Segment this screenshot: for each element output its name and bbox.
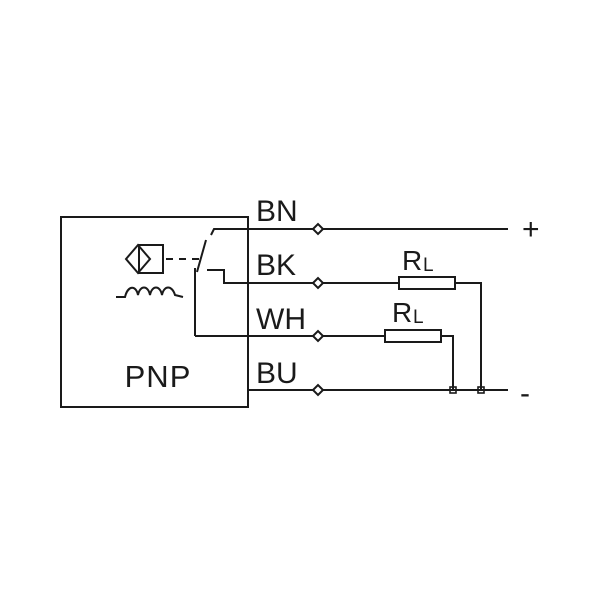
load-resistor-1 bbox=[398, 276, 456, 290]
wire-label-bu: BU bbox=[256, 357, 298, 390]
terminal-bu bbox=[311, 383, 325, 397]
switch-contacts bbox=[194, 228, 248, 337]
load-1-label-subscript: L bbox=[423, 255, 434, 276]
junction-node-2 bbox=[477, 386, 485, 394]
load-2-return-wire bbox=[441, 335, 454, 390]
supply-positive-label: + bbox=[522, 213, 540, 246]
terminal-bn bbox=[311, 222, 325, 236]
sensor-type-label: PNP bbox=[125, 359, 192, 394]
sensing-face-icon bbox=[124, 243, 164, 275]
terminal-wh bbox=[311, 329, 325, 343]
inductive-coil-icon bbox=[116, 286, 184, 298]
load-2-label-subscript: L bbox=[413, 307, 424, 328]
load-2-label-symbol: R bbox=[392, 297, 412, 328]
load-1-return-wire bbox=[455, 282, 482, 390]
sensor-housing bbox=[60, 216, 249, 408]
junction-node-1 bbox=[449, 386, 457, 394]
supply-negative-label: - bbox=[520, 377, 530, 410]
load-1-label-symbol: R bbox=[402, 245, 422, 276]
wire-label-bn: BN bbox=[256, 195, 298, 228]
wire-label-wh: WH bbox=[256, 303, 306, 336]
wire-label-bk: BK bbox=[256, 249, 296, 282]
load-resistor-2 bbox=[384, 329, 442, 343]
terminal-bk bbox=[311, 276, 325, 290]
